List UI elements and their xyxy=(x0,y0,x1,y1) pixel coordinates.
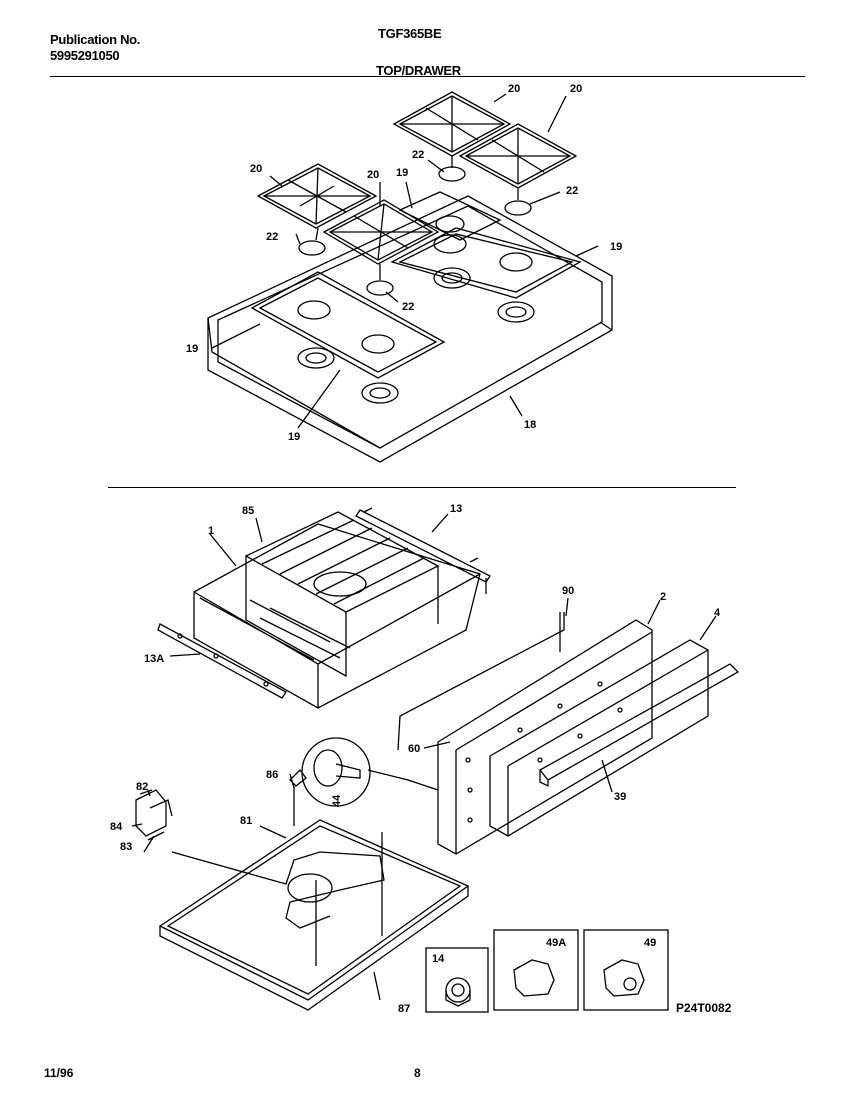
callout-14: 14 xyxy=(432,953,445,965)
callout-20: 20 xyxy=(367,169,379,181)
callout-49: 49 xyxy=(644,937,656,949)
burner-grate xyxy=(322,199,440,265)
burner-cap xyxy=(366,280,394,296)
burner-cap xyxy=(438,166,466,182)
broil-burner xyxy=(171,851,385,929)
callout-13: 13 xyxy=(450,503,462,515)
callout-22: 22 xyxy=(566,185,578,197)
callout-2: 2 xyxy=(660,591,666,603)
callout-22: 22 xyxy=(402,301,414,313)
page-number: 8 xyxy=(414,1066,421,1080)
top-callouts: 20 20 20 20 22 22 22 22 19 19 19 19 18 xyxy=(186,83,622,443)
burner-grate xyxy=(256,163,378,229)
publication-label: Publication No. xyxy=(50,32,141,47)
callout-81: 81 xyxy=(240,815,252,827)
callout-49a: 49A xyxy=(546,937,566,949)
knob-inset-box xyxy=(425,947,489,1013)
burner-bowl xyxy=(250,271,446,379)
callout-82: 82 xyxy=(136,781,148,793)
drawer-front-panel xyxy=(437,619,653,855)
callout-60: 60 xyxy=(408,743,420,755)
section-divider xyxy=(108,487,736,488)
publication-number: 5995291050 xyxy=(50,48,120,63)
burner-cap xyxy=(504,200,532,216)
burner-cap xyxy=(298,240,326,256)
callout-19: 19 xyxy=(610,241,622,253)
burner-grate xyxy=(392,91,512,157)
callout-90: 90 xyxy=(562,585,574,597)
drawer-outer-front xyxy=(489,639,709,837)
callout-85: 85 xyxy=(242,505,254,517)
callout-22: 22 xyxy=(412,149,424,161)
model-number: TGF365BE xyxy=(378,26,442,41)
drawer-handle xyxy=(539,663,740,781)
callout-19: 19 xyxy=(288,431,300,443)
drawer-rail xyxy=(157,623,287,699)
callout-20: 20 xyxy=(250,163,262,175)
callout-13a: 13A xyxy=(144,653,164,665)
drawer-body xyxy=(193,523,481,709)
cooktop-assembly xyxy=(207,91,613,463)
knob-inset-box xyxy=(493,929,579,1011)
knob-inset-box xyxy=(583,929,669,1011)
callout-1: 1 xyxy=(208,525,214,537)
drawer-wire xyxy=(397,612,565,751)
callout-83: 83 xyxy=(120,841,132,853)
callout-19: 19 xyxy=(186,343,198,355)
callout-44: 44 xyxy=(331,794,343,807)
callout-20: 20 xyxy=(508,83,520,95)
callout-84: 84 xyxy=(110,821,123,833)
bottom-callouts: 85 1 13 13A 90 2 4 60 39 44 82 84 83 86 … xyxy=(110,503,721,1015)
burner-ring xyxy=(297,267,535,404)
burner-grate xyxy=(458,123,578,189)
callout-19: 19 xyxy=(396,167,408,179)
drawer-assembly xyxy=(131,507,740,1011)
section-title: TOP/DRAWER xyxy=(376,63,461,78)
callout-39: 39 xyxy=(614,791,626,803)
callout-18: 18 xyxy=(524,419,536,431)
callout-87: 87 xyxy=(398,1003,410,1015)
footer-date: 11/96 xyxy=(44,1066,74,1080)
burner-bowl xyxy=(390,227,582,299)
diagram-code: P24T0082 xyxy=(676,1001,732,1015)
broiler-pan xyxy=(158,819,470,1001)
callout-86: 86 xyxy=(266,769,278,781)
valve-assembly xyxy=(135,789,173,841)
oven-rack xyxy=(244,511,440,678)
callout-4: 4 xyxy=(714,607,721,619)
header-rule xyxy=(50,76,805,77)
callout-20: 20 xyxy=(570,83,582,95)
callout-22: 22 xyxy=(266,231,278,243)
